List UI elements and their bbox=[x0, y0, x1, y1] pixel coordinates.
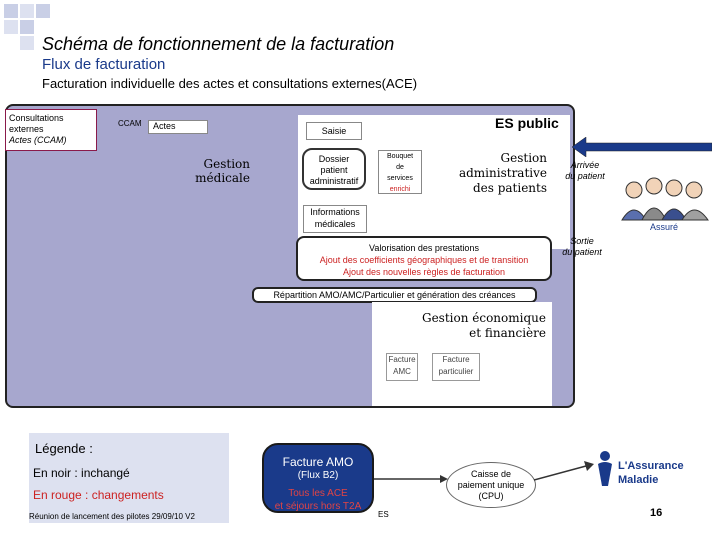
assurance-maladie-logo: L'Assurance Maladie bbox=[590, 446, 684, 496]
facture-amc-box: Facture AMC bbox=[386, 353, 418, 381]
sortie-line1: Sortie bbox=[570, 236, 594, 246]
gestion-medicale-line1: Gestion bbox=[203, 157, 250, 171]
arrivee-arrow-icon bbox=[572, 137, 712, 157]
facture-amc-line1: Facture bbox=[388, 355, 416, 364]
arrivee-label: Arrivée du patient bbox=[555, 160, 615, 182]
caisse-to-logo-arrow bbox=[534, 461, 594, 481]
gestion-administrative-label: Gestion administrative des patients bbox=[412, 151, 547, 196]
facture-amo-title: Facture AMO bbox=[282, 455, 354, 469]
assure-label: Assuré bbox=[650, 222, 679, 232]
decor-square bbox=[4, 4, 18, 18]
legend-black: En noir : inchangé bbox=[33, 466, 130, 480]
sortie-label: Sortie du patient bbox=[555, 236, 609, 258]
footer-text: Réunion de lancement des pilotes 29/09/1… bbox=[29, 512, 195, 521]
decor-square bbox=[36, 4, 50, 18]
gestion-medicale-line2: médicale bbox=[195, 171, 250, 185]
gestion-admin-line2: des patients bbox=[472, 181, 547, 195]
decor-square bbox=[20, 36, 34, 50]
page-number: 16 bbox=[650, 507, 663, 519]
page-subtitle-2: Facturation individuelle des actes et co… bbox=[42, 76, 418, 91]
facture-part-line2: particulier bbox=[438, 367, 474, 376]
bouquet-line4: enrichi bbox=[389, 186, 411, 193]
legend-box bbox=[29, 433, 229, 523]
gestion-eco-line1: Gestion économique bbox=[421, 311, 546, 325]
amo-red-line2: et séjours hors T2A bbox=[274, 501, 362, 512]
bouquet-line1: Bouquet bbox=[386, 153, 414, 160]
valorisation-box: Valorisation des prestations Ajout des c… bbox=[296, 236, 552, 281]
legend-red: En rouge : changements bbox=[33, 488, 164, 502]
facture-amo-sub: (Flux B2) bbox=[297, 470, 339, 481]
caisse-line2: paiement unique bbox=[457, 480, 525, 490]
logo-text-1: L'Assurance bbox=[618, 460, 684, 472]
caisse-line1: Caisse de bbox=[470, 469, 512, 479]
dossier-patient-box: Dossier patient administratif bbox=[302, 148, 366, 190]
valorisation-line1: Valorisation des prestations bbox=[369, 243, 479, 253]
gestion-admin-line1: Gestion administrative bbox=[458, 151, 547, 180]
valorisation-line2: Ajout des coefficients géographiques et … bbox=[319, 255, 529, 265]
informations-medicales-box: Informations médicales bbox=[303, 205, 367, 233]
facture-particulier-box: Facture particulier bbox=[432, 353, 480, 381]
gestion-medicale-label: Gestion médicale bbox=[186, 157, 250, 185]
valorisation-line3: Ajout des nouvelles règles de facturatio… bbox=[342, 267, 506, 277]
bouquet-line3: services bbox=[387, 175, 413, 182]
facture-part-line1: Facture bbox=[442, 355, 470, 364]
dossier-line3: administratif bbox=[309, 176, 359, 186]
ext-box-line1: Consultations bbox=[9, 113, 64, 123]
info-med-line1: Informations bbox=[310, 207, 360, 217]
gestion-eco-line2: et financière bbox=[469, 326, 546, 340]
decor-square bbox=[4, 20, 18, 34]
assurance-maladie-emblem-icon bbox=[598, 451, 612, 486]
decor-square bbox=[20, 4, 34, 18]
dossier-line2: patient bbox=[320, 165, 348, 175]
decor-square bbox=[20, 20, 34, 34]
amo-to-caisse-arrow bbox=[374, 475, 448, 483]
legend-title: Légende : bbox=[35, 441, 93, 456]
ccam-label: CCAM bbox=[118, 119, 142, 128]
page-title: Schéma de fonctionnement de la facturati… bbox=[42, 34, 395, 54]
actes-box: Actes bbox=[148, 120, 208, 134]
repartition-box: Répartition AMO/AMC/Particulier et génér… bbox=[252, 287, 537, 303]
caisse-paiement-box: Caisse de paiement unique (CPU) bbox=[446, 462, 536, 508]
logo-text-2: Maladie bbox=[618, 474, 659, 486]
info-med-line2: médicales bbox=[314, 219, 356, 229]
external-consultations-box: Consultations externes Actes (CCAM) bbox=[5, 109, 97, 151]
bouquet-services-box: Bouquet de services enrichi bbox=[378, 150, 422, 194]
ext-box-line2: externes bbox=[9, 124, 44, 134]
patients-group-icon bbox=[621, 177, 709, 221]
sortie-line2: du patient bbox=[562, 247, 602, 257]
page-subtitle: Flux de facturation bbox=[42, 56, 166, 73]
amo-red-line1: Tous les ACE bbox=[288, 488, 348, 499]
facture-amo-red: Tous les ACE et séjours hors T2A bbox=[262, 487, 374, 513]
arrivee-line2: du patient bbox=[565, 171, 605, 181]
es-public-label: ES public bbox=[495, 115, 559, 131]
facture-amo-box bbox=[262, 443, 374, 513]
gestion-economique-label: Gestion économique et financière bbox=[396, 311, 546, 341]
es-small-label: ES bbox=[378, 510, 389, 519]
arrivee-line1: Arrivée bbox=[570, 160, 600, 170]
saisie-box: Saisie bbox=[306, 122, 362, 140]
dossier-line1: Dossier bbox=[318, 154, 350, 164]
bouquet-line2: de bbox=[396, 164, 404, 171]
ext-box-line3: Actes (CCAM) bbox=[9, 135, 67, 145]
facture-amc-line2: AMC bbox=[393, 367, 411, 376]
caisse-line3: (CPU) bbox=[478, 491, 504, 501]
